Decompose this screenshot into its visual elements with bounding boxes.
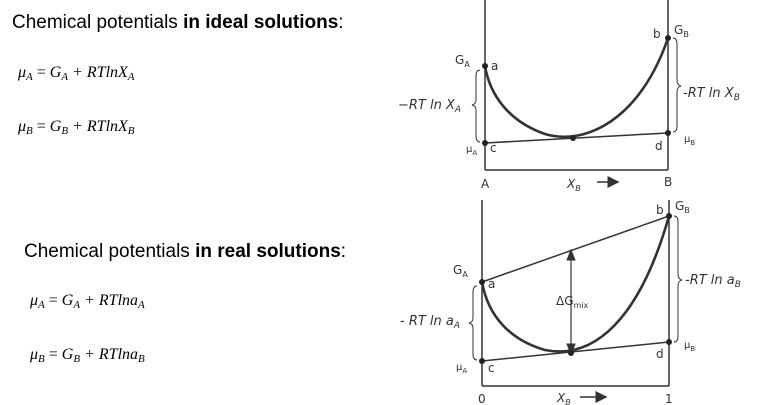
top-mua-label: μA [466,144,477,157]
real-equation-a: μA=GA + RTlnaA [30,292,145,311]
top-b-label: b [653,27,661,41]
eq-g-sub: A [73,299,81,311]
ideal-solutions-heading: Chemical potentials in ideal solutions: [12,12,344,34]
top-axis-left-label: A [481,177,490,191]
top-point-c [482,140,488,146]
eq-lhs: μ [18,64,27,81]
eq-g-sub: A [61,71,69,83]
real-equation-b: μB=GB + RTlnaB [30,346,145,365]
heading-bold-text: in real solutions [195,241,341,262]
eq-g-sub: B [61,125,69,137]
eq-rt-term: + RTlna [80,346,139,363]
bottom-point-d [666,339,672,345]
real-points [479,213,672,364]
bottom-gb-label: GB [675,199,690,215]
top-tangent-line [484,132,669,144]
eq-g-sub: B [73,353,81,365]
top-ga-label: GA [455,53,470,69]
eq-g: G [61,292,74,309]
top-left-rt-label: −RT ln XA [398,98,461,115]
ideal-diagram [471,0,682,188]
bottom-mub-label: μB [684,340,695,353]
eq-lhs: μ [30,292,39,309]
top-right-rt-label: -RT ln XB [683,86,740,103]
bottom-c-label: c [488,361,495,375]
bottom-right-rt-label: -RT ln aB [685,273,741,290]
heading-text: Chemical potentials [12,12,184,33]
ideal-labels: GA a b GB c d μA μB −RT ln XA -RT ln XB … [398,23,740,193]
eq-equals: = [36,64,46,81]
bottom-a-label: a [488,277,495,291]
bottom-gibbs-curve [480,215,671,353]
heading-colon: : [340,241,347,262]
top-point-d [665,130,671,136]
heading-text: Chemical potentials [24,241,196,262]
bottom-left-brace [468,285,478,361]
top-gibbs-curve [483,37,670,139]
eq-rt-sub: B [127,125,135,137]
top-d-label: d [655,139,663,153]
bottom-tangent-point [568,350,574,356]
eq-rt-sub: B [138,353,145,365]
bottom-b-label: b [656,203,664,217]
heading-bold-text: in ideal solutions [183,12,339,33]
bottom-point-a [479,279,485,285]
eq-lhs-sub: B [38,353,45,365]
top-xb-label: XB [566,177,581,193]
bottom-axis-left-label: 0 [478,392,486,405]
bottom-axis-right-label: 1 [665,392,673,405]
top-a-label: a [491,59,498,73]
bottom-right-brace [673,215,683,343]
eq-rt-term: + RTlna [80,292,139,309]
bottom-upper-line [481,215,670,283]
eq-g: G [61,346,74,363]
top-right-brace [672,37,682,133]
top-axis-right-label: B [664,175,672,189]
ideal-equation-b: μB=GB + RTlnXB [18,118,135,137]
bottom-xb-label: XB [556,391,571,405]
top-point-b [665,35,671,41]
eq-rt-sub: A [138,299,145,311]
eq-rt-term: + RTlnX [68,64,128,81]
bottom-point-c [479,358,485,364]
eq-g: G [49,64,62,81]
bottom-mua-label: μA [456,362,467,375]
real-diagram [468,200,683,403]
dgmix-arrow-top [566,248,576,261]
heading-colon: : [338,12,344,33]
dgmix-arrow-bottom [566,343,576,356]
eq-rt-sub: A [127,71,135,83]
eq-lhs-sub: B [26,125,33,137]
eq-lhs-sub: A [38,299,45,311]
ideal-equation-a: μA=GA + RTlnXA [18,64,135,83]
bottom-point-b [666,213,672,219]
eq-equals: = [48,292,58,309]
bottom-left-rt-label: - RT ln aA [400,314,460,331]
bottom-tangent-line [481,341,670,362]
top-gb-label: GB [674,23,689,39]
bottom-ga-label: GA [453,263,468,279]
eq-rt-term: + RTlnX [68,118,128,135]
ideal-points [482,35,671,146]
dgmix-label: ΔGmix [556,294,589,310]
eq-lhs-sub: A [26,71,33,83]
eq-equals: = [36,118,46,135]
eq-g: G [49,118,62,135]
eq-lhs: μ [18,118,27,135]
top-tangent-point [570,135,576,141]
real-solutions-heading: Chemical potentials in real solutions: [24,241,346,263]
top-point-a [482,63,488,69]
top-mub-label: μB [684,134,695,147]
eq-equals: = [48,346,58,363]
eq-lhs: μ [30,346,39,363]
top-left-brace [471,69,481,143]
bottom-d-label: d [656,347,664,361]
real-labels: GA a b GB c d μA μB - RT ln aA -RT ln aB… [400,199,741,405]
top-c-label: c [490,141,497,155]
